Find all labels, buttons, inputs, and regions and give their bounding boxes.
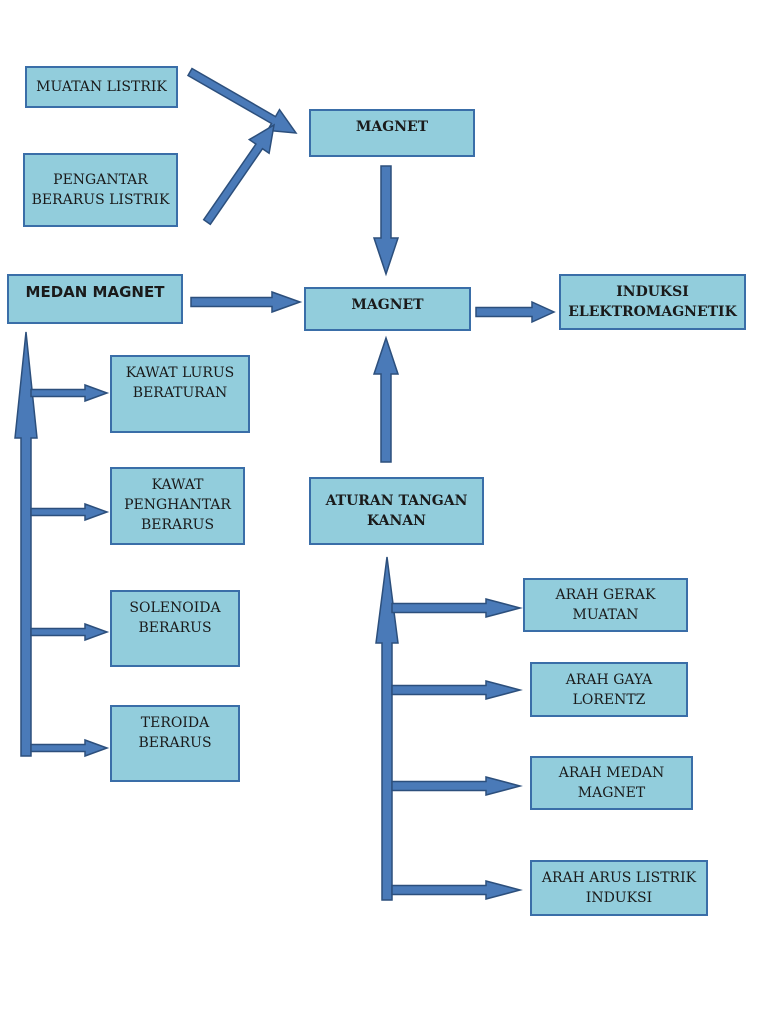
node-medan-magnet[interactable]: MEDAN MAGNET bbox=[7, 274, 183, 324]
node-teroida[interactable]: TEROIDA BERARUS bbox=[110, 705, 240, 782]
node-arah-gerak-muatan[interactable]: ARAH GERAK MUATAN bbox=[523, 578, 688, 632]
arrow-to-arah-gerak bbox=[391, 598, 523, 618]
arrow-right-spine bbox=[375, 556, 399, 901]
arrow-to-arah-gaya bbox=[391, 680, 523, 700]
node-induksi-elektromagnetik[interactable]: INDUKSI ELEKTROMAGNETIK bbox=[559, 274, 746, 330]
arrow-to-arah-medan bbox=[391, 776, 523, 796]
arrow-medan-to-magnet bbox=[190, 290, 303, 314]
node-pengantar-berarus-listrik[interactable]: PENGANTAR BERARUS LISTRIK bbox=[23, 153, 178, 227]
node-kawat-penghantar[interactable]: KAWAT PENGHANTAR BERARUS bbox=[110, 467, 245, 545]
arrow-muatan-to-magnet bbox=[186, 67, 298, 134]
arrow-to-arah-arus bbox=[391, 880, 523, 900]
node-magnet-center[interactable]: MAGNET bbox=[304, 287, 471, 331]
node-arah-gaya-lorentz[interactable]: ARAH GAYA LORENTZ bbox=[530, 662, 688, 717]
arrow-aturan-to-magnet bbox=[372, 335, 400, 463]
node-magnet-top[interactable]: MAGNET bbox=[309, 109, 475, 157]
node-kawat-lurus[interactable]: KAWAT LURUS BERATURAN bbox=[110, 355, 250, 433]
node-aturan-tangan-kanan[interactable]: ATURAN TANGAN KANAN bbox=[309, 477, 484, 545]
arrow-to-solenoida bbox=[30, 622, 110, 642]
arrow-pengantar-to-magnet bbox=[202, 123, 276, 226]
node-solenoida[interactable]: SOLENOIDA BERARUS bbox=[110, 590, 240, 667]
arrow-magnet-to-induksi bbox=[475, 300, 556, 324]
arrow-to-kawat-lurus bbox=[30, 383, 110, 403]
node-arah-medan-magnet[interactable]: ARAH MEDAN MAGNET bbox=[530, 756, 693, 810]
arrow-to-teroida bbox=[30, 738, 110, 758]
arrow-magnet-down bbox=[372, 165, 400, 277]
arrow-to-kawat-penghantar bbox=[30, 502, 110, 522]
node-arah-arus-listrik-induksi[interactable]: ARAH ARUS LISTRIK INDUKSI bbox=[530, 860, 708, 916]
node-muatan-listrik[interactable]: MUATAN LISTRIK bbox=[25, 66, 178, 108]
arrow-left-spine bbox=[14, 331, 38, 757]
